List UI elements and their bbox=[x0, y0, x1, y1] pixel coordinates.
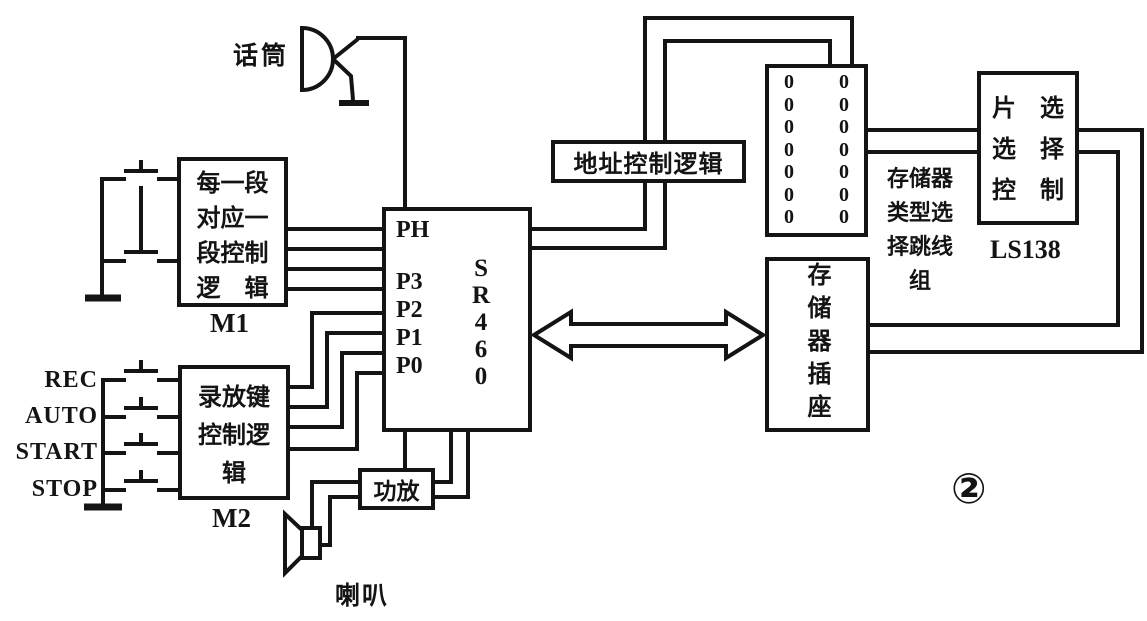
m1-text-line: 段控制 bbox=[196, 239, 269, 267]
m2-block: 录放键 控制逻 辑 bbox=[178, 365, 290, 500]
m1-switches bbox=[85, 160, 179, 302]
jumper-pin: 0 bbox=[784, 206, 794, 228]
jumper-pin: 0 bbox=[839, 116, 849, 138]
jumper-pin: 0 bbox=[784, 116, 794, 138]
speaker-icon bbox=[283, 509, 322, 578]
jumper-pin: 0 bbox=[839, 183, 849, 206]
jumper-pin-column: 0 0 0 0 0 0 0 bbox=[784, 71, 794, 233]
jumper-caption-line: 存储器 bbox=[886, 167, 953, 192]
chip-name-char: 0 bbox=[474, 363, 488, 390]
pin-label-p3: P3 bbox=[396, 269, 423, 295]
chip-name-char: 6 bbox=[474, 336, 488, 363]
jumper-pin: 0 bbox=[784, 71, 794, 93]
m2-switches bbox=[84, 360, 180, 511]
jumper-to-ls138-wires bbox=[864, 128, 981, 154]
figure-number: ② bbox=[951, 464, 987, 513]
jumper-pin: 0 bbox=[784, 183, 794, 206]
start-key-label: START bbox=[15, 439, 98, 465]
chip-select-text-line: 选 择 bbox=[992, 135, 1064, 163]
m1-block: 每一段 对应一 段控制 逻 辑 bbox=[177, 157, 288, 307]
sr460-chip-block: PH P3 P2 P1 P0 S R 4 6 0 bbox=[382, 207, 532, 432]
pin-label-p2: P2 bbox=[396, 297, 423, 323]
ls138-caption: LS138 bbox=[990, 235, 1061, 264]
jumper-pin: 0 bbox=[839, 71, 849, 93]
chip-to-jumper-wires bbox=[528, 16, 854, 250]
chip-select-text-line: 控 制 bbox=[992, 176, 1064, 204]
jumper-caption-line: 组 bbox=[908, 269, 931, 294]
chip-name-char: 4 bbox=[474, 309, 488, 336]
memory-socket-block: 存储器插座 bbox=[765, 257, 870, 432]
chip-select-text-line: 片 选 bbox=[992, 94, 1064, 122]
jumper-pin-column: 0 0 0 0 0 0 0 bbox=[839, 71, 849, 233]
speaker-label: 喇叭 bbox=[335, 581, 390, 610]
jumper-caption-line: 择跳线 bbox=[886, 235, 953, 260]
m2-caption: M2 bbox=[212, 503, 251, 533]
address-control-logic-block: 地址控制逻辑 bbox=[551, 140, 746, 183]
chip-name-char: R bbox=[472, 282, 491, 309]
jumper-caption-line: 类型选 bbox=[886, 201, 953, 226]
jumper-pin: 0 bbox=[784, 138, 794, 161]
stop-key-label: STOP bbox=[31, 476, 98, 502]
jumper-pin: 0 bbox=[839, 206, 849, 228]
pin-label-p0: P0 bbox=[396, 353, 423, 379]
jumper-pin: 0 bbox=[839, 93, 849, 116]
chip-select-control-block: 片 选 选 择 控 制 bbox=[977, 71, 1079, 225]
power-amp-block: 功放 bbox=[358, 468, 435, 510]
amp-to-speaker-wires bbox=[310, 480, 361, 547]
microphone-icon bbox=[300, 25, 369, 106]
m1-text-line: 逻 辑 bbox=[196, 274, 269, 302]
jumper-pin: 0 bbox=[784, 161, 794, 183]
chip-name-char: S bbox=[474, 255, 488, 282]
auto-key-label: AUTO bbox=[25, 403, 98, 429]
m2-text-line: 录放键 bbox=[198, 383, 270, 411]
chip-to-amp-wires bbox=[403, 428, 470, 499]
m2-text-line: 辑 bbox=[222, 459, 246, 487]
ls138-to-socket-wires bbox=[866, 128, 1144, 354]
bidirectional-bus-arrow-icon bbox=[530, 308, 767, 362]
jumper-pin: 0 bbox=[839, 138, 849, 161]
m1-text-line: 对应一 bbox=[196, 204, 269, 232]
mic-to-chip-wire bbox=[356, 36, 407, 210]
microphone-label: 话筒 bbox=[233, 41, 290, 70]
jumper-group-block: 0 0 0 0 0 0 0 0 0 0 0 0 0 0 bbox=[765, 64, 868, 237]
pin-label-ph: PH bbox=[396, 217, 430, 243]
m1-text-line: 每一段 bbox=[196, 169, 269, 197]
m2-to-chip-wires bbox=[286, 311, 385, 451]
jumper-pin: 0 bbox=[784, 93, 794, 116]
m1-caption: M1 bbox=[210, 308, 249, 338]
jumper-pin: 0 bbox=[839, 161, 849, 183]
rec-key-label: REC bbox=[44, 367, 98, 393]
m1-to-chip-wires bbox=[286, 227, 385, 291]
pin-label-p1: P1 bbox=[396, 325, 423, 351]
memory-socket-label: 存储器插座 bbox=[803, 262, 831, 427]
m2-text-line: 控制逻 bbox=[198, 421, 270, 449]
jumper-caption: 存储器 类型选 择跳线 组 bbox=[877, 163, 963, 299]
chip-name-vertical: S R 4 6 0 bbox=[472, 255, 490, 390]
